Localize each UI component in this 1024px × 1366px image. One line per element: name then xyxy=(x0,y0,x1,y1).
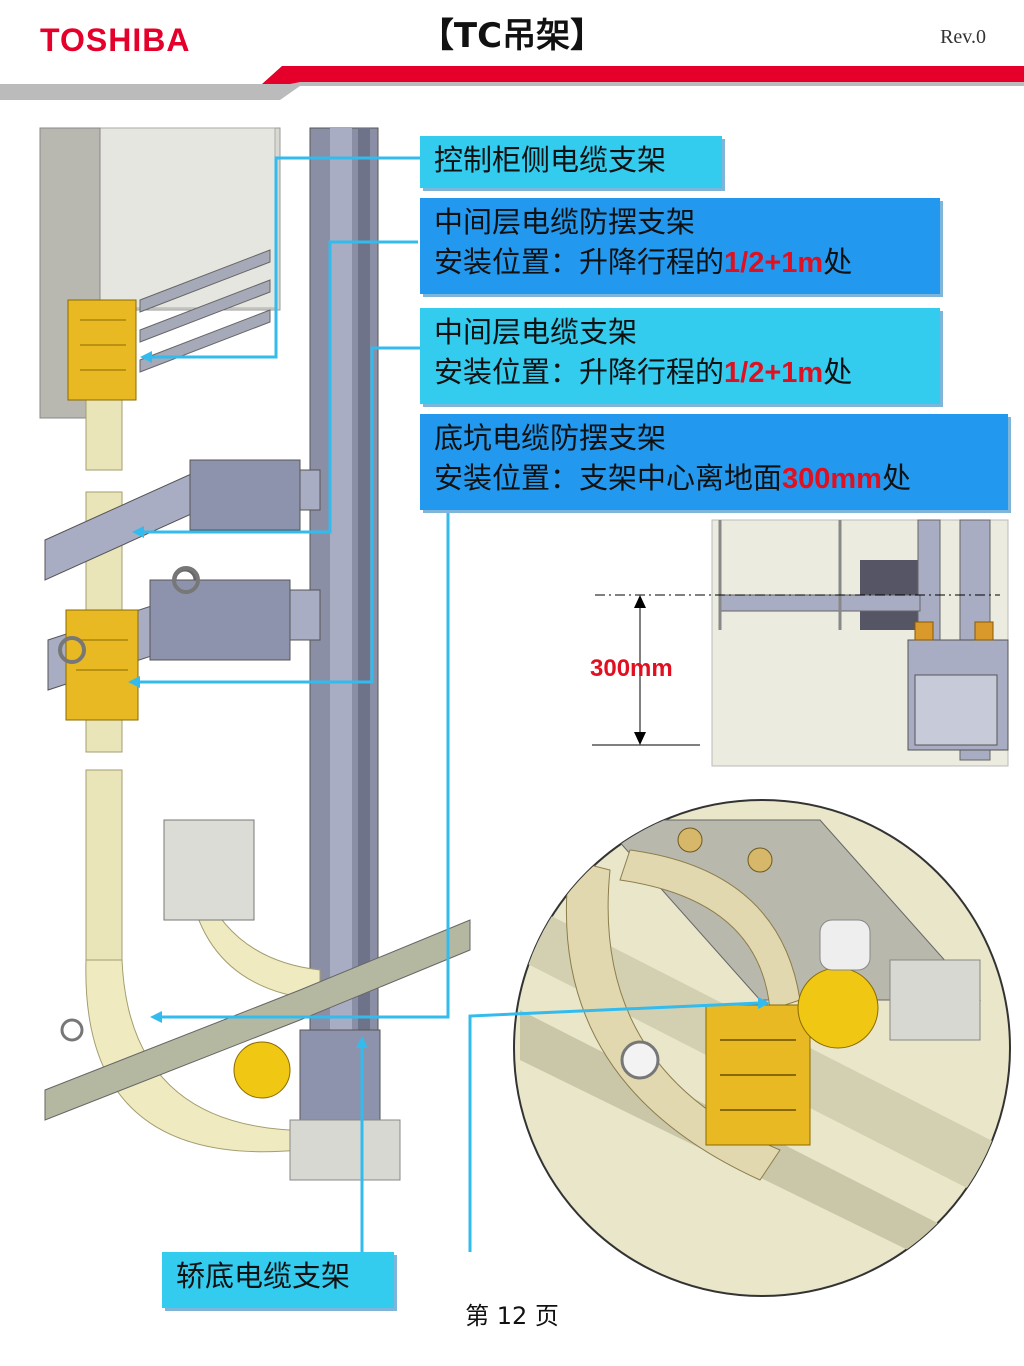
callout-car-bottom-bracket-text: 轿底电缆支架 xyxy=(176,1259,351,1293)
pit-anti-sway-value: 300mm xyxy=(782,463,882,495)
callout-control-cabinet-bracket-text: 控制柜侧电缆支架 xyxy=(434,143,667,177)
callout-mid-cable-bracket-position: 安装位置：升降行程的1/2+1m处 xyxy=(434,355,853,389)
dimension-label: 300mm xyxy=(590,655,673,682)
callout-mid-anti-sway-position: 安装位置：升降行程的1/2+1m处 xyxy=(434,245,853,279)
mid-anti-sway-value: 1/2+1m xyxy=(724,247,824,279)
callout-mid-cable-bracket: 中间层电缆支架 安装位置：升降行程的1/2+1m处 xyxy=(420,308,940,404)
page-title: 【TC吊架】 xyxy=(419,16,605,56)
callout-car-bottom-bracket: 轿底电缆支架 xyxy=(162,1252,394,1308)
callout-mid-anti-sway-title: 中间层电缆防摆支架 xyxy=(434,205,696,239)
callout-control-cabinet-bracket: 控制柜侧电缆支架 xyxy=(420,136,722,188)
header-band xyxy=(0,66,1024,100)
mid-cable-bracket-value: 1/2+1m xyxy=(724,357,824,389)
page-number: 第 12 页 xyxy=(465,1302,559,1330)
revision-label: Rev.0 xyxy=(940,26,986,48)
callout-pit-anti-sway-bracket: 底坑电缆防摆支架 安装位置：支架中心离地面300mm处 xyxy=(420,414,1008,510)
toshiba-logo: TOSHIBA xyxy=(40,22,191,58)
callout-mid-anti-sway-bracket: 中间层电缆防摆支架 安装位置：升降行程的1/2+1m处 xyxy=(420,198,940,294)
callout-pit-anti-sway-position: 安装位置：支架中心离地面300mm处 xyxy=(434,461,911,495)
callout-mid-cable-bracket-title: 中间层电缆支架 xyxy=(434,315,638,349)
callout-pit-anti-sway-title: 底坑电缆防摆支架 xyxy=(434,421,667,455)
